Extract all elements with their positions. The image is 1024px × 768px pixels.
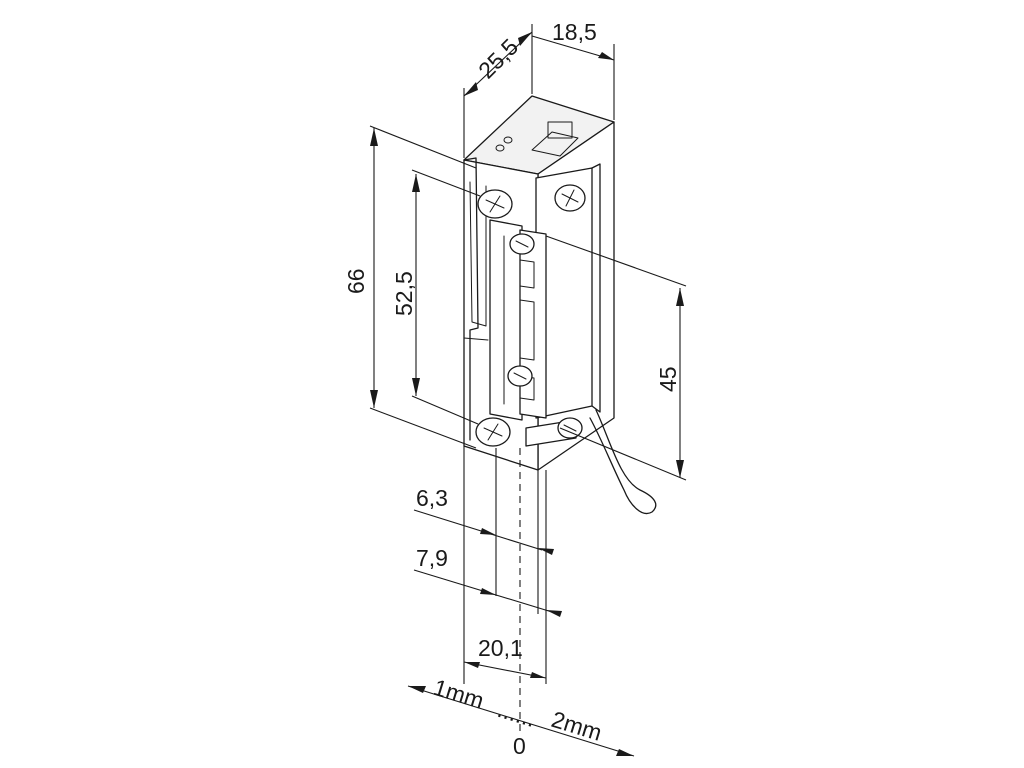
label-front-width: 20,1 bbox=[478, 635, 523, 661]
label-depth-top: 25,5 bbox=[473, 33, 523, 83]
front-plate-edge bbox=[463, 157, 479, 441]
label-adjust-right: 2mm bbox=[549, 706, 605, 746]
top-hole-2 bbox=[495, 144, 505, 152]
dim-offset-b bbox=[413, 569, 562, 617]
label-offset-a: 6,3 bbox=[416, 485, 448, 511]
screw-right bbox=[554, 184, 586, 212]
top-tab bbox=[547, 121, 573, 139]
faceplate-edge bbox=[591, 163, 601, 413]
screw-top-left bbox=[477, 189, 513, 219]
strike-body bbox=[463, 95, 615, 471]
dim-depth-top bbox=[463, 24, 533, 158]
dim-front-width bbox=[463, 661, 547, 679]
top-slot bbox=[531, 131, 579, 157]
screw-bottom-left bbox=[475, 417, 511, 447]
plate-slot bbox=[469, 181, 487, 327]
latch-notch-top bbox=[519, 259, 535, 289]
label-screw-spacing: 52,5 bbox=[391, 271, 417, 316]
dim-extensions bbox=[463, 446, 547, 734]
screw-bottom-right bbox=[557, 417, 583, 439]
label-width-top: 18,5 bbox=[552, 19, 597, 45]
top-hole-1 bbox=[503, 136, 513, 144]
dim-latch-height bbox=[545, 235, 687, 481]
dim-screw-spacing bbox=[411, 169, 481, 425]
label-adjust-left: 1mm bbox=[431, 674, 487, 714]
plate-step bbox=[463, 337, 489, 341]
label-latch-height: 45 bbox=[655, 366, 681, 392]
dim-adjustment bbox=[407, 685, 635, 757]
dim-height-total bbox=[369, 125, 477, 449]
dim-offset-a bbox=[413, 509, 554, 555]
screw-latch-top bbox=[509, 233, 535, 255]
label-adjust-dots: ...... bbox=[495, 696, 539, 732]
dim-width-top bbox=[531, 35, 615, 120]
latch-notch-mid bbox=[519, 299, 535, 361]
label-offset-b: 7,9 bbox=[416, 545, 448, 571]
latch bbox=[519, 229, 547, 419]
label-height-total: 66 bbox=[343, 268, 369, 294]
screw-latch-bottom bbox=[507, 365, 533, 387]
label-adjust-zero: 0 bbox=[513, 733, 526, 759]
cable bbox=[589, 409, 657, 515]
